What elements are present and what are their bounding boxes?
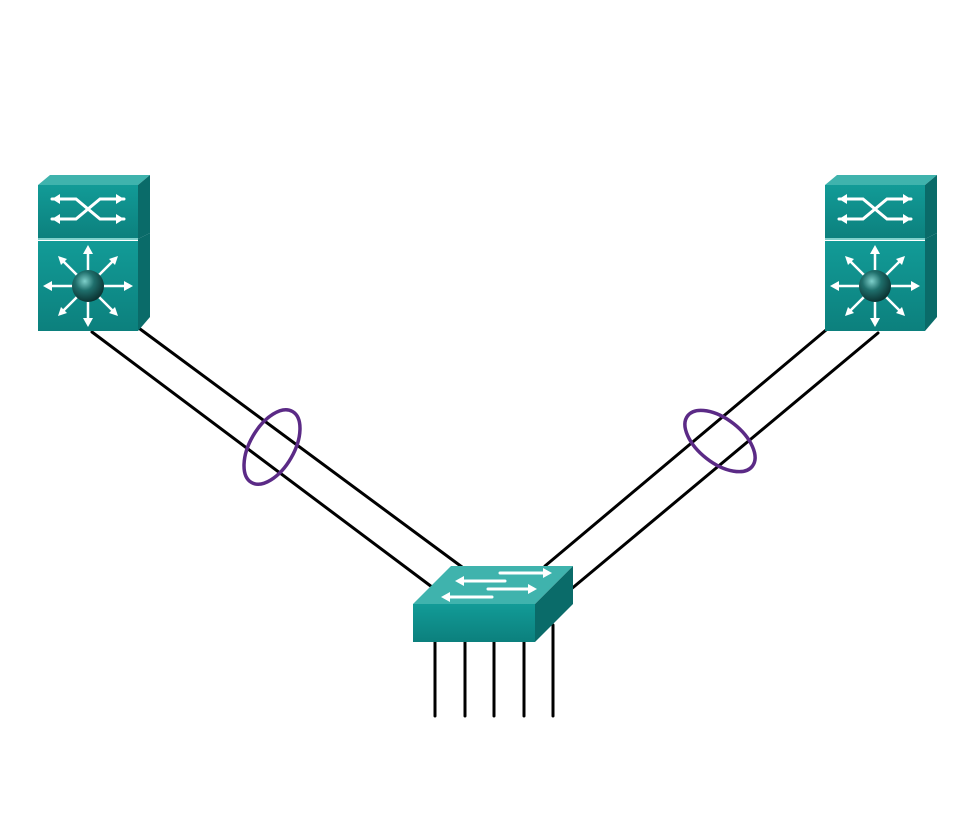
left-multilayer-switch-icon[interactable] [36, 173, 152, 333]
access-downlinks [433, 623, 555, 718]
left-uplink-cable-2 [90, 330, 434, 589]
right-uplink-cable-2 [568, 331, 880, 592]
right-uplink-cable-1 [543, 323, 834, 568]
right-etherchannel-ring [683, 408, 757, 474]
left-uplink-cable-1 [134, 324, 464, 569]
left-uplink-bundle [90, 324, 464, 589]
access-switch-icon[interactable] [413, 566, 573, 642]
right-multilayer-switch-icon[interactable] [823, 173, 939, 333]
right-uplink-bundle [543, 323, 880, 592]
left-etherchannel-ring [242, 408, 302, 486]
